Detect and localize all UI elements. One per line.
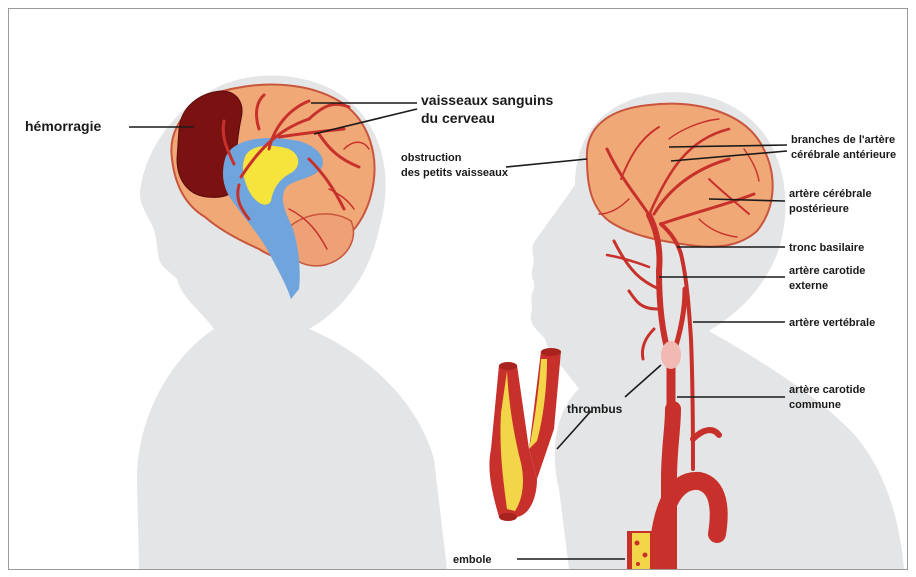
label-obstruction-line2: des petits vaisseaux bbox=[401, 167, 509, 179]
label-vertebrale: artère vertébrale bbox=[789, 317, 875, 329]
diagram-frame: hémorragie vaisseaux sanguins du cerveau… bbox=[8, 8, 908, 570]
label-embole: embole bbox=[453, 554, 492, 566]
label-branches-line1: branches de l'artère bbox=[791, 134, 895, 146]
label-commune-line2: commune bbox=[789, 399, 841, 411]
vessel-closeup bbox=[489, 348, 561, 521]
label-commune-line1: artère carotide bbox=[789, 384, 865, 396]
label-tronc-basilaire: tronc basilaire bbox=[789, 242, 864, 254]
label-branches-line2: cérébrale antérieure bbox=[791, 149, 896, 161]
label-obstruction-line1: obstruction bbox=[401, 152, 462, 164]
embolus-vessel bbox=[627, 531, 655, 569]
label-vaisseaux-line2: du cerveau bbox=[421, 110, 495, 126]
label-hemorragie: hémorragie bbox=[25, 118, 101, 134]
label-thrombus: thrombus bbox=[567, 402, 623, 416]
right-brain bbox=[587, 104, 773, 247]
label-vaisseaux-line1: vaisseaux sanguins bbox=[421, 92, 554, 108]
label-externe-line1: artère carotide bbox=[789, 265, 865, 277]
label-posterieure-line2: postérieure bbox=[789, 203, 849, 215]
stroke-diagram: hémorragie vaisseaux sanguins du cerveau… bbox=[9, 9, 907, 569]
label-externe-line2: externe bbox=[789, 280, 828, 292]
label-posterieure-line1: artère cérébrale bbox=[789, 188, 872, 200]
thrombus-spot bbox=[661, 341, 681, 369]
